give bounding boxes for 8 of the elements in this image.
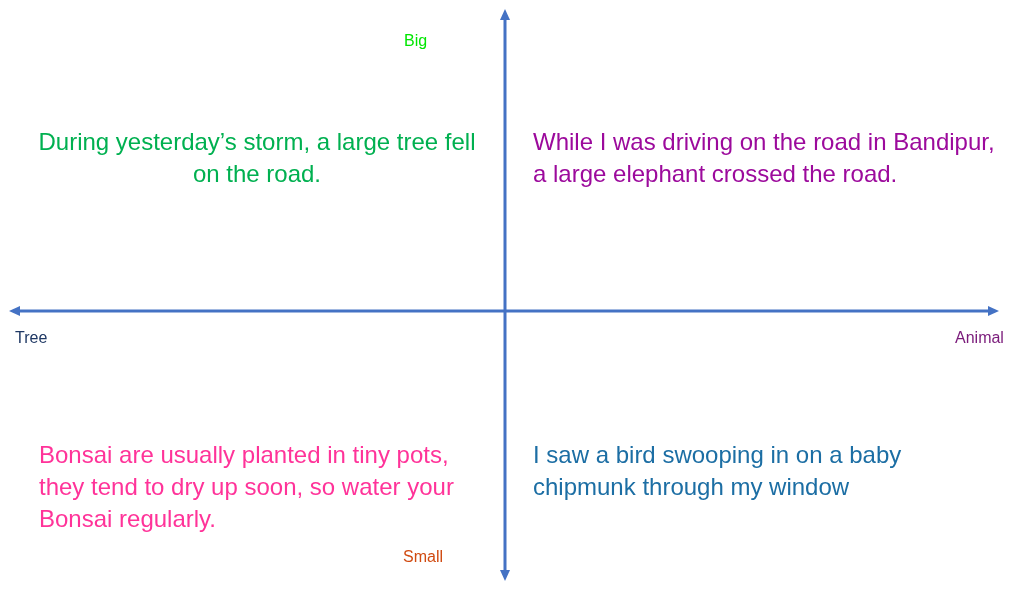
quadrant-text: While I was driving on the road in Bandipur, a large elephant crossed the road. <box>533 127 996 189</box>
axis-label: Animal <box>955 328 1004 348</box>
axis-label: Big <box>404 31 428 51</box>
quadrant-text: During yesterday’s storm, a large tree fell on the road. <box>37 127 477 189</box>
quadrant-text: I saw a bird swooping in on a baby chipmunk through my window <box>533 440 903 502</box>
axis-label: Small <box>403 547 443 567</box>
quadrant-text: Bonsai are usually planted in tiny pots, they tend to dry up soon, so water your Bonsai regularly. <box>39 440 455 534</box>
axis-label: Tree <box>15 328 48 348</box>
